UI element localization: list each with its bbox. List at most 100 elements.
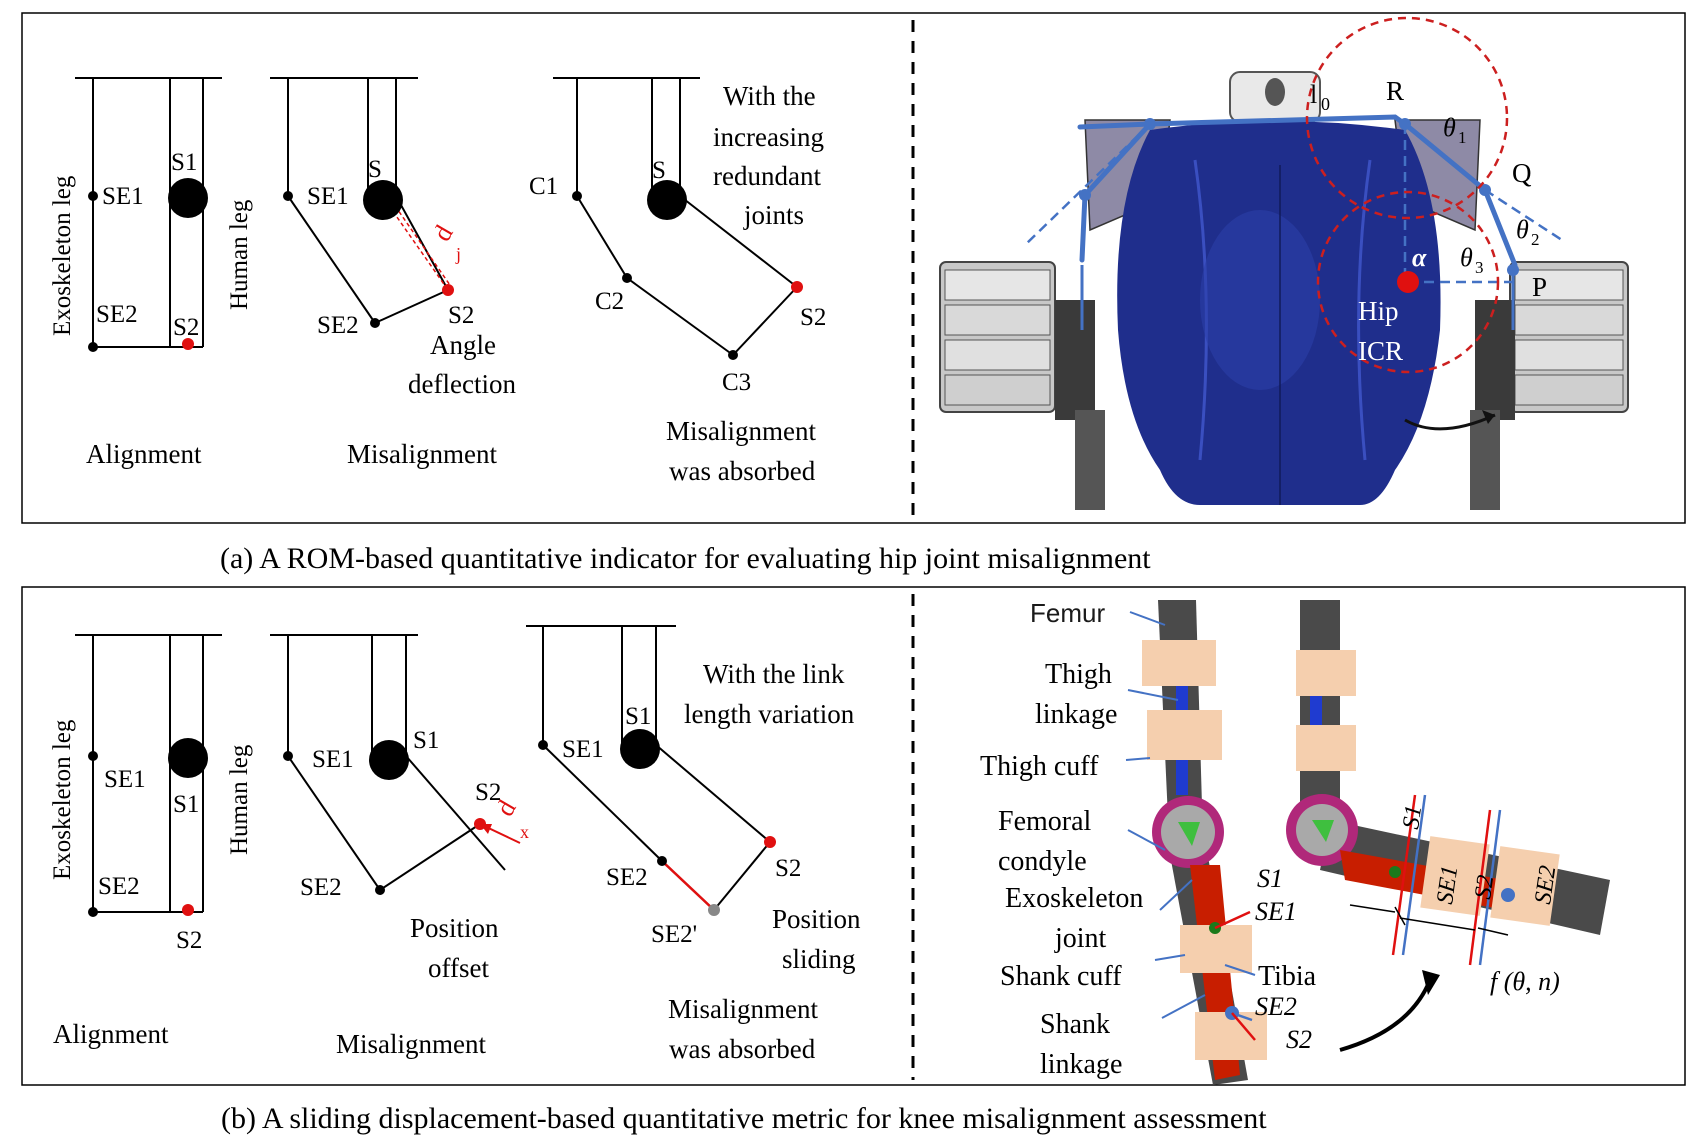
exo-leg-label: Exoskeleton leg — [49, 175, 76, 336]
a-misalignment-title: Misalignment — [347, 439, 497, 469]
tibia-label: Tibia — [1258, 961, 1317, 992]
l0-label: l — [1310, 80, 1317, 109]
human-leg-label: Human leg — [226, 199, 253, 310]
bent-s1-label: S1 — [1398, 803, 1427, 830]
b-absorbed-title-1: Misalignment — [668, 994, 818, 1024]
c1-label: C1 — [529, 173, 558, 200]
position-label: Position — [410, 913, 499, 943]
dx-sub: x — [520, 822, 529, 842]
femoral-label-1: Femoral — [998, 806, 1092, 837]
bent-se2-label: SE2 — [1530, 864, 1561, 906]
se2-label: SE2 — [98, 873, 140, 900]
a-misalignment-diagram: SE1 SE2 S S2 d j Angle deflection Misali… — [270, 77, 516, 469]
s1-label: S1 — [413, 727, 439, 754]
f-theta-n-label: f (θ, n) — [1490, 967, 1560, 996]
thigh-cuff-label: Thigh cuff — [980, 751, 1099, 782]
deflection-label: deflection — [408, 369, 516, 399]
shank-linkage-label-2: linkage — [1040, 1049, 1122, 1080]
s2-label: S2 — [448, 302, 474, 329]
bent-leg — [1286, 600, 1610, 966]
icr-label: ICR — [1358, 336, 1403, 366]
shank-cuff-label: Shank cuff — [1000, 961, 1122, 992]
panel-b-frame — [21, 586, 1686, 1086]
theta2-sub: 2 — [1531, 230, 1540, 249]
s2-point — [182, 338, 194, 350]
knee-se1-label: SE1 — [1255, 897, 1297, 926]
se1-label: SE1 — [307, 183, 349, 210]
a-absorbed-diagram: C1 C2 C3 S S2 With the increasing redund… — [529, 77, 826, 486]
s2-label: S2 — [475, 779, 501, 806]
thigh-linkage-label-2: linkage — [1035, 699, 1117, 730]
c2-label: C2 — [595, 288, 624, 315]
se1-label: SE1 — [562, 736, 604, 763]
shank-linkage-label-1: Shank — [1040, 1009, 1110, 1040]
se1-label: SE1 — [104, 766, 146, 793]
se2-point — [88, 342, 98, 352]
theta2-label: θ — [1516, 215, 1529, 244]
hip-label: Hip — [1358, 296, 1399, 326]
se1-label: SE1 — [102, 183, 144, 210]
knee-s1-label: S1 — [1257, 864, 1283, 893]
alpha-label: α — [1412, 243, 1427, 272]
angle-label: Angle — [430, 330, 496, 360]
straight-leg — [1142, 600, 1267, 1085]
dj-sub: j — [455, 244, 461, 264]
s1-label: S1 — [171, 149, 197, 176]
hip-exoskeleton-render: l 0 R Q P θ 1 θ 2 θ 3 α Hip ICR — [939, 16, 1629, 510]
a-alignment-diagram: SE1 SE2 S1 S2 Exoskeleton leg Human leg … — [49, 77, 253, 469]
knee-se2-label: SE2 — [1255, 992, 1297, 1021]
b-absorbed-title-2: was absorbed — [669, 1034, 816, 1064]
theta3-label: θ — [1460, 243, 1473, 272]
knee-s2-label: S2 — [1286, 1025, 1312, 1054]
note-line-1: With the — [723, 81, 816, 111]
se2-label: SE2 — [317, 312, 359, 339]
theta3-sub: 3 — [1475, 258, 1484, 277]
s1-joint — [168, 178, 208, 218]
r-arc-circle — [1305, 16, 1509, 220]
dx-label: d — [490, 795, 522, 821]
hip-icr-point — [1397, 271, 1419, 293]
b-alignment-diagram: SE1 SE2 S1 S2 Exoskeleton leg Human leg … — [49, 634, 253, 1049]
exo-leg-label: Exoskeleton leg — [49, 719, 76, 880]
b-alignment-title: Alignment — [53, 1019, 169, 1049]
s2-label: S2 — [176, 927, 202, 954]
hip-belt-line — [1077, 114, 1408, 130]
theta1-label: θ — [1443, 113, 1456, 142]
knee-exoskeleton-render: Femur Thigh linkage Thigh cuff Femoral c… — [980, 598, 1610, 1085]
note-line-1: With the link — [703, 659, 845, 689]
offset-label: offset — [428, 953, 489, 983]
c3-label: C3 — [722, 369, 751, 396]
icr-circle — [1316, 190, 1500, 374]
dj-label: d — [427, 220, 459, 246]
se1-label: SE1 — [312, 746, 354, 773]
q-label: Q — [1512, 158, 1532, 188]
bent-s2-label: S2 — [1470, 873, 1499, 900]
panel-a-frame — [21, 12, 1686, 524]
theta1-sub: 1 — [1458, 128, 1467, 147]
s2-label: S2 — [800, 304, 826, 331]
exo-joint-label-1: Exoskeleton — [1005, 883, 1143, 914]
note-line-3: redundant — [713, 161, 821, 191]
a-alignment-title: Alignment — [86, 439, 202, 469]
femoral-label-2: condyle — [998, 846, 1087, 877]
s1-label: S1 — [173, 791, 199, 818]
sliding-line-1: Position — [772, 904, 861, 934]
s2-label: S2 — [173, 314, 199, 341]
exo-joint-label-2: joint — [1054, 923, 1107, 954]
l0-sub: 0 — [1321, 94, 1330, 114]
bent-se1-label: SE1 — [1432, 864, 1463, 906]
note-line-4: joints — [743, 200, 804, 230]
sliding-line-2: sliding — [782, 944, 856, 974]
se2-label: SE2 — [96, 301, 138, 328]
s1-label: S — [652, 157, 666, 184]
b-misalignment-diagram: SE1 SE2 S1 S2 d x Position offset Misali… — [270, 634, 529, 1059]
r-label: R — [1386, 76, 1404, 106]
s1-label: S — [368, 156, 382, 183]
note-line-2: increasing — [713, 122, 824, 152]
a-absorbed-title-1: Misalignment — [666, 416, 816, 446]
s2-label: S2 — [775, 855, 801, 882]
s1-label: S1 — [625, 703, 651, 730]
se1-point — [88, 191, 98, 201]
se2-label: SE2 — [606, 864, 648, 891]
